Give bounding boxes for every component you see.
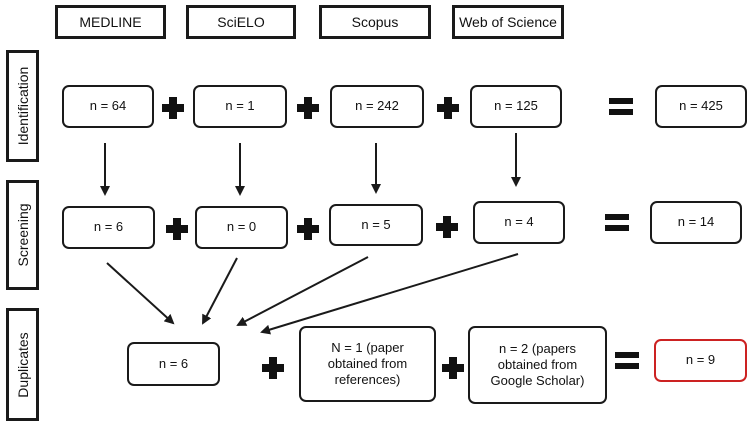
final-total: n = 9 (654, 339, 747, 382)
plus-icon (297, 218, 319, 240)
arrow-scielo-to-duplicates (202, 257, 238, 325)
arrow-medline-to-duplicates (106, 262, 175, 325)
plus-icon (166, 218, 188, 240)
plus-icon (436, 216, 458, 238)
screening-scielo-count: n = 0 (195, 206, 288, 249)
duplicates-database-count: n = 6 (127, 342, 220, 386)
identification-scopus-count: n = 242 (330, 85, 424, 128)
identification-total: n = 425 (655, 85, 747, 128)
stage-label-duplicates: Duplicates (6, 308, 39, 421)
equals-icon (609, 98, 633, 116)
stage-label-screening: Screening (6, 180, 39, 290)
duplicates-google-scholar-count: n = 2 (papers obtained from Google Schol… (468, 326, 607, 404)
plus-icon (162, 97, 184, 119)
database-scielo: SciELO (186, 5, 296, 39)
screening-scopus-count: n = 5 (329, 204, 423, 246)
equals-icon (615, 352, 639, 370)
arrow-wos-to-duplicates (260, 253, 519, 335)
screening-wos-count: n = 4 (473, 201, 565, 244)
duplicates-references-count: N = 1 (paper obtained from references) (299, 326, 436, 402)
database-scopus: Scopus (319, 5, 431, 39)
stage-label-identification: Identification (6, 50, 39, 162)
screening-total: n = 14 (650, 201, 742, 244)
identification-scielo-count: n = 1 (193, 85, 287, 128)
arrow-scopus-to-duplicates (236, 256, 369, 326)
identification-medline-count: n = 64 (62, 85, 154, 128)
plus-icon (262, 357, 284, 379)
identification-wos-count: n = 125 (470, 85, 562, 128)
plus-icon (297, 97, 319, 119)
plus-icon (437, 97, 459, 119)
equals-icon (605, 214, 629, 232)
plus-icon (442, 357, 464, 379)
database-web-of-science: Web of Science (452, 5, 564, 39)
screening-medline-count: n = 6 (62, 206, 155, 249)
database-medline: MEDLINE (55, 5, 166, 39)
